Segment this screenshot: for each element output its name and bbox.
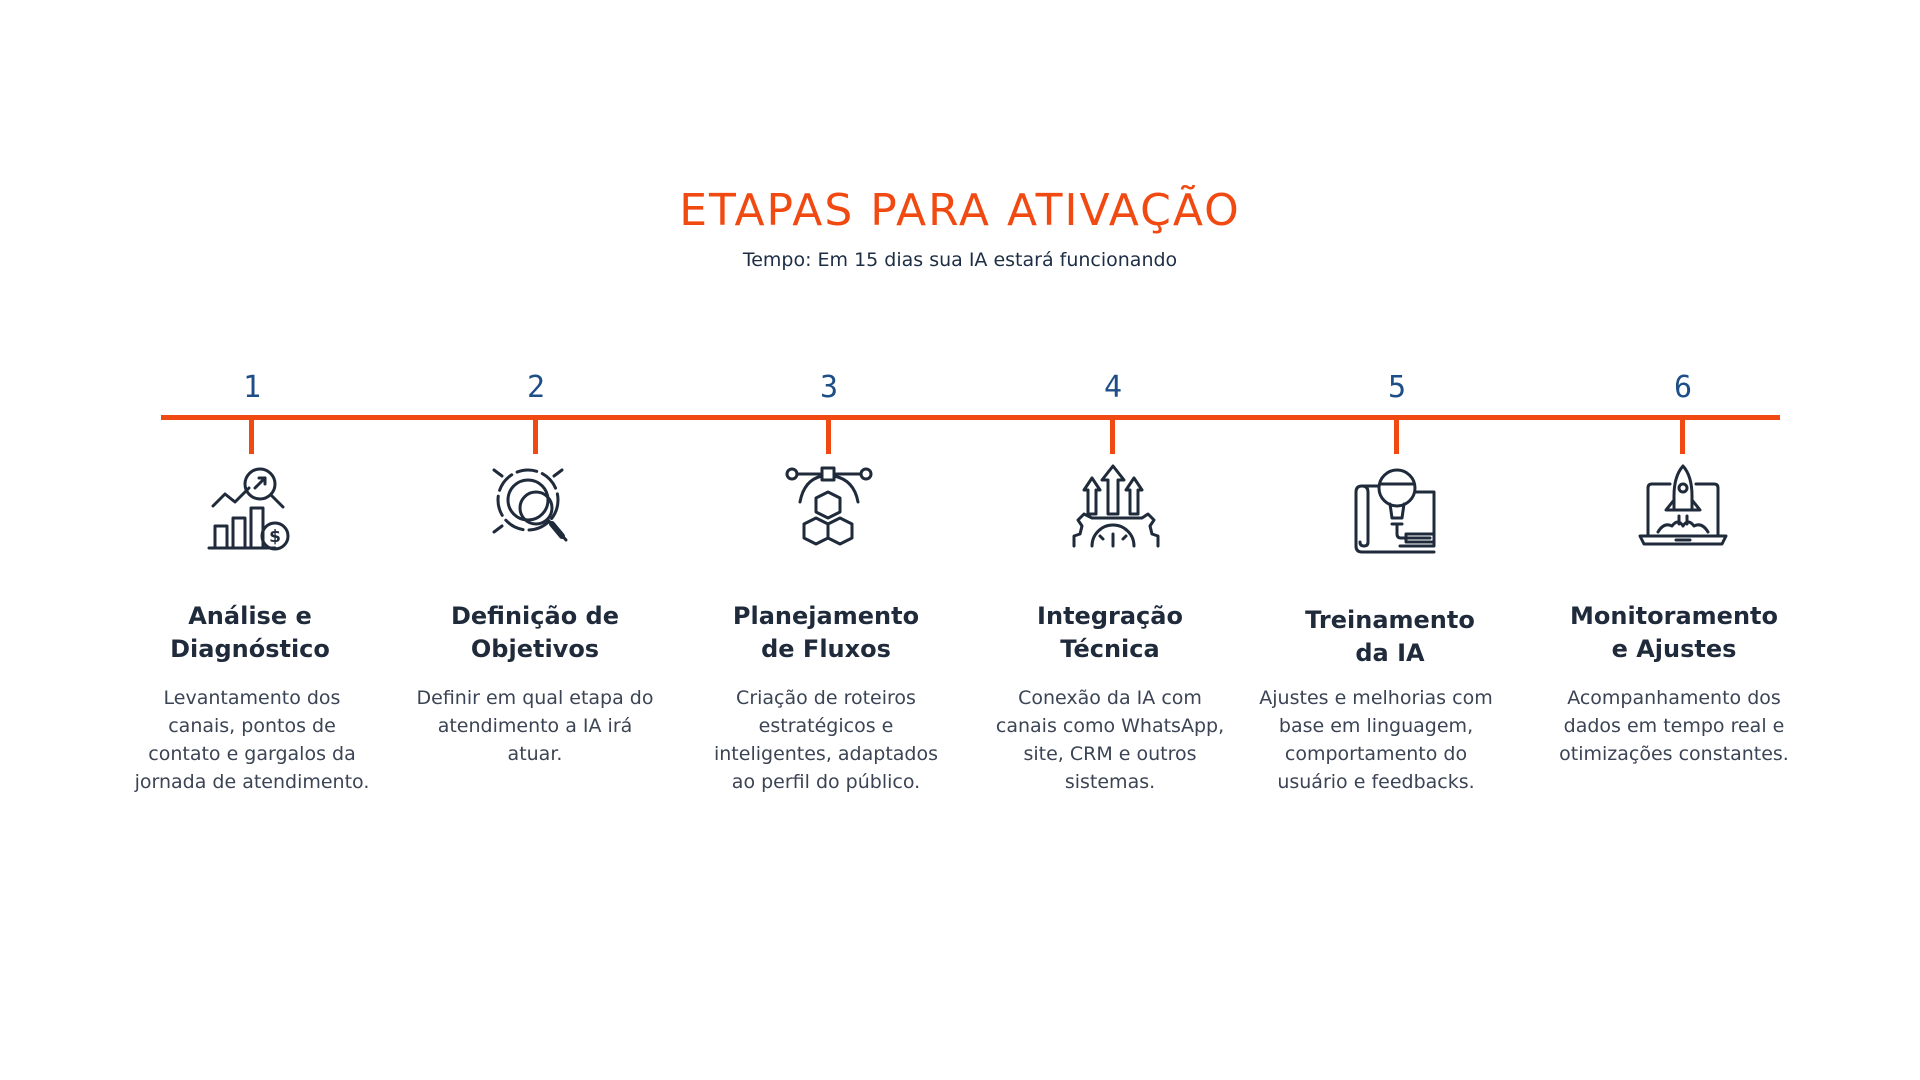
timeline-tick [1680, 419, 1685, 454]
timeline-tick [249, 419, 254, 454]
step-number: 4 [1103, 370, 1123, 405]
step-description: Conexão da IA com canais como WhatsApp, … [995, 687, 1225, 793]
step-number: 2 [526, 370, 546, 405]
step-title: Definição de Objetivos [450, 602, 620, 663]
timeline-tick [1394, 419, 1399, 454]
step-title: Planejamento de Fluxos [732, 602, 920, 663]
svg-text:$: $ [269, 527, 281, 547]
step-title: Monitoramento e Ajustes [1569, 602, 1778, 663]
timeline-tick [826, 419, 831, 454]
timeline-line [161, 415, 1780, 420]
rocket-laptop-icon [1636, 462, 1730, 558]
step-title: Integração Técnica [1037, 602, 1183, 663]
step-description: Levantamento dos canais, pontos de conta… [134, 687, 370, 793]
step-description: Acompanhamento dos dados em tempo real e… [1559, 687, 1789, 765]
timeline-tick [533, 419, 538, 454]
step-description: Definir em qual etapa do atendimento a I… [416, 687, 654, 765]
step-number: 3 [819, 370, 839, 405]
gear-arrows-gauge-icon [1066, 462, 1160, 558]
step-number: 6 [1673, 370, 1693, 405]
step-title: Análise e Diagnóstico [170, 602, 330, 663]
step-number: 1 [242, 370, 262, 405]
analytics-chart-magnifier-icon: $ [205, 462, 299, 558]
target-magnifier-icon [490, 462, 584, 558]
step-description: Criação de roteiros estratégicos e intel… [713, 687, 938, 793]
step-number: 5 [1387, 370, 1407, 405]
page-title: ETAPAS PARA ATIVAÇÃO [679, 185, 1241, 236]
timeline-tick [1110, 419, 1115, 454]
cubes-workflow-icon [782, 462, 876, 558]
page-subtitle: Tempo: Em 15 dias sua IA estará funciona… [742, 249, 1178, 271]
lightbulb-blueprint-icon [1350, 462, 1444, 558]
step-description: Ajustes e melhorias com base em linguage… [1259, 687, 1493, 793]
step-title: Treinamento da IA [1305, 606, 1475, 667]
